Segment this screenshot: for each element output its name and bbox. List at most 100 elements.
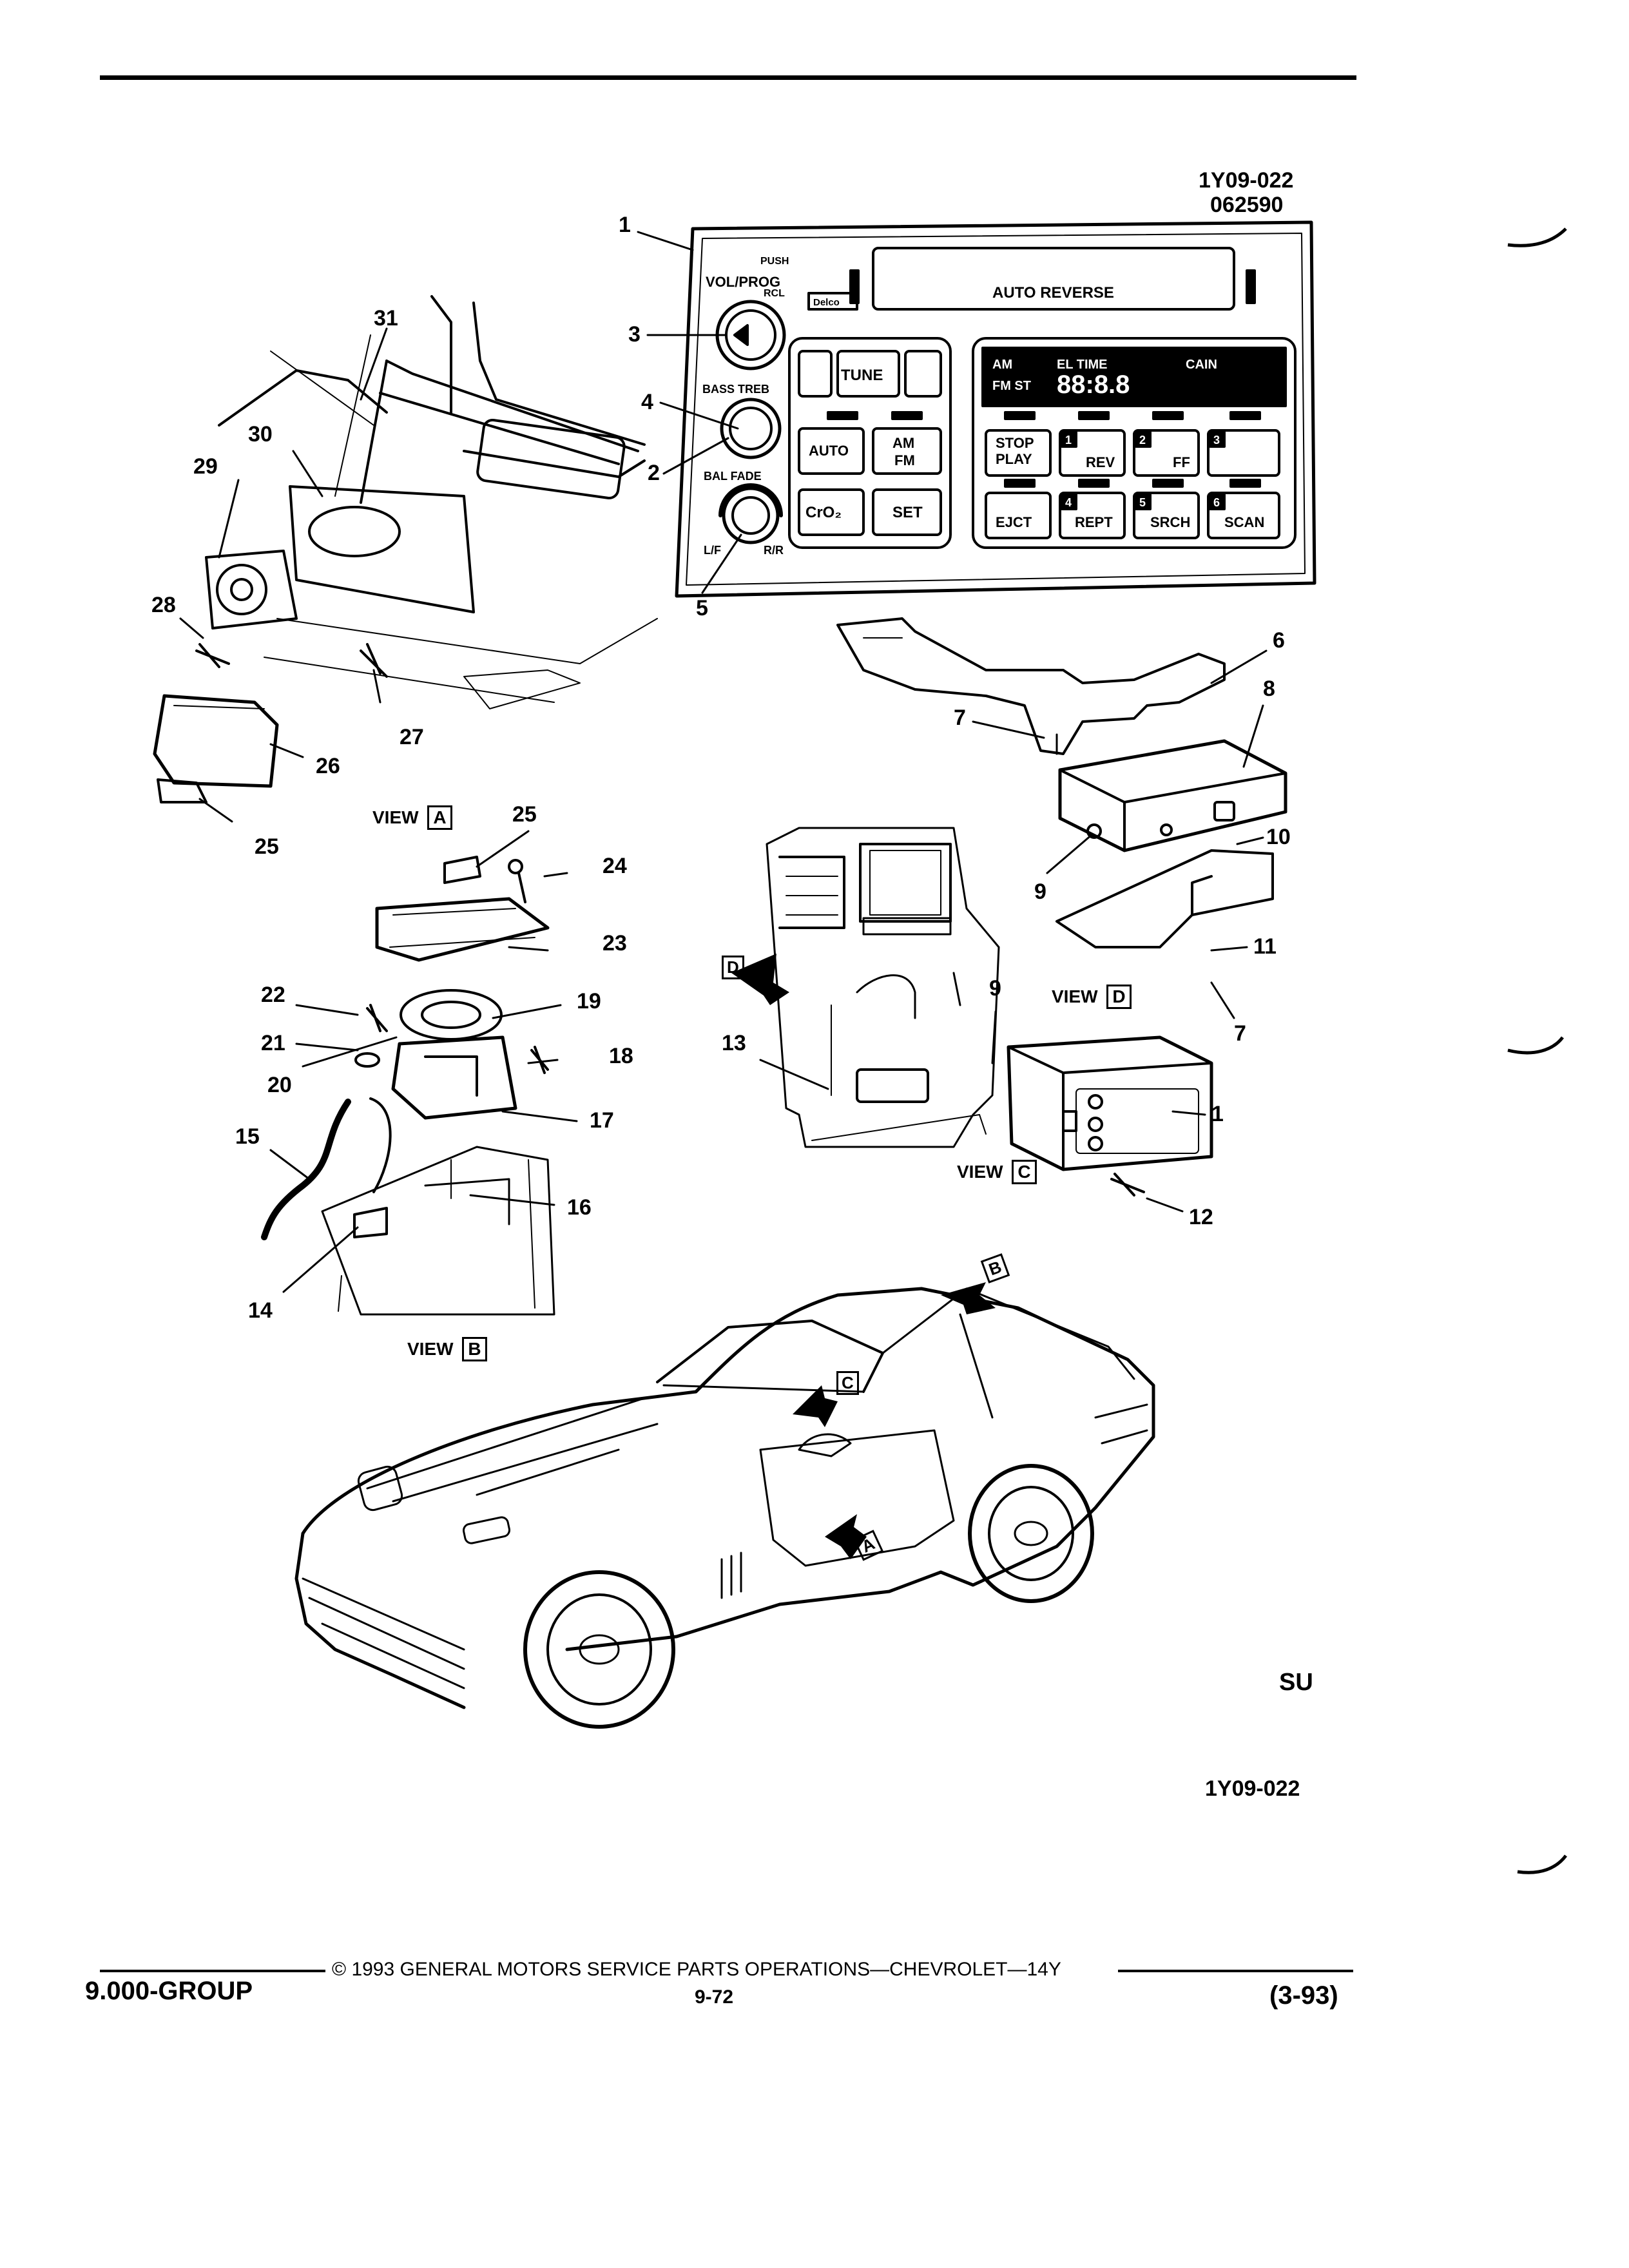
svg-text:5: 5 <box>1139 496 1146 509</box>
callout-9-b: 9 <box>989 976 1001 1001</box>
amplifier-module <box>1055 739 1287 948</box>
view-word: VIEW <box>372 807 419 827</box>
am-button-label: AM <box>892 435 914 451</box>
callout-5: 5 <box>696 596 708 620</box>
callout-22: 22 <box>261 983 285 1007</box>
scan-button-label: SCAN <box>1224 514 1264 530</box>
view-d-label: VIEW D <box>1052 985 1132 1009</box>
footer-page-number: 9-72 <box>695 1986 734 2008</box>
callout-11: 11 <box>1253 934 1277 959</box>
callout-17: 17 <box>590 1108 614 1133</box>
callout-15: 15 <box>235 1124 260 1149</box>
svg-text:2: 2 <box>1139 434 1146 447</box>
radio-display-text: AM EL TIME CAIN FM ST 88:8.8 <box>992 358 1217 399</box>
set-button-label: SET <box>892 504 923 521</box>
callout-3: 3 <box>628 322 641 347</box>
callout-25-b: 25 <box>512 802 537 827</box>
callout-4: 4 <box>641 390 653 414</box>
footer-revision: (3-93) <box>1269 1981 1338 2010</box>
date-code: 062590 <box>1210 193 1284 217</box>
callout-23: 23 <box>602 931 627 956</box>
callout-8: 8 <box>1263 677 1275 701</box>
bass-treb-label: BASS TREB <box>702 383 769 396</box>
callout-20: 20 <box>267 1073 292 1097</box>
cassette-label: AUTO REVERSE <box>992 284 1114 302</box>
stop-button-label: STOP <box>996 435 1034 451</box>
view-letter-c: C <box>1012 1160 1037 1184</box>
view-a-label: VIEW A <box>372 805 452 830</box>
callout-25-a: 25 <box>255 834 279 859</box>
arrow-tag-d: D <box>722 956 744 979</box>
tune-button-label: TUNE <box>841 367 883 384</box>
callout-6: 6 <box>1273 628 1285 653</box>
radio-preset-numbers: 1 2 3 4 5 6 <box>1065 434 1220 509</box>
view-word: VIEW <box>407 1339 454 1359</box>
rcl-label: RCL <box>764 288 785 299</box>
callout-2: 2 <box>648 461 660 485</box>
footer-copyright: © 1993 GENERAL MOTORS SERVICE PARTS OPER… <box>332 1959 1061 1980</box>
footer-rule-right <box>1118 1970 1353 1972</box>
svg-text:3: 3 <box>1213 434 1220 447</box>
callout-13: 13 <box>722 1031 746 1055</box>
callout-1-b: 1 <box>1211 1102 1224 1126</box>
arrow-tag-c: C <box>836 1371 859 1395</box>
svg-text:CAIN: CAIN <box>1186 358 1217 372</box>
view-letter-a: A <box>427 805 452 830</box>
svg-text:6: 6 <box>1213 496 1220 509</box>
callout-7-b: 7 <box>1234 1021 1246 1046</box>
svg-text:1: 1 <box>1065 434 1072 447</box>
radio-head-unit <box>1007 1035 1213 1196</box>
view-c-label: VIEW C <box>957 1160 1037 1184</box>
callout-18: 18 <box>609 1044 633 1068</box>
view-letter-d: D <box>1106 985 1132 1009</box>
callout-31: 31 <box>374 306 398 331</box>
push-label: PUSH <box>760 256 789 267</box>
callout-7-a: 7 <box>954 706 966 730</box>
radio-panel-text: PUSH VOL/PROG RCL Delco AUTO REVERSE BAS… <box>702 256 1264 557</box>
footer-group-label: 9.000-GROUP <box>85 1977 253 2005</box>
top-rule <box>100 75 1356 80</box>
callout-27: 27 <box>400 725 424 749</box>
svg-text:AM: AM <box>992 358 1012 372</box>
callout-14: 14 <box>248 1298 273 1323</box>
callout-10: 10 <box>1266 825 1291 849</box>
auto-button-label: AUTO <box>809 443 849 459</box>
view-b-label: VIEW B <box>407 1337 487 1361</box>
callout-24: 24 <box>602 854 627 878</box>
footer-rule-left <box>100 1970 325 1972</box>
srch-button-label: SRCH <box>1150 514 1190 530</box>
ejct-button-label: EJCT <box>996 514 1032 530</box>
callout-16: 16 <box>567 1195 592 1220</box>
cro2-button-label: CrO₂ <box>805 504 842 521</box>
view-arrows <box>731 954 996 1559</box>
fm-button-label: FM <box>894 452 915 468</box>
view-word: VIEW <box>1052 986 1098 1006</box>
callout-26: 26 <box>316 754 340 778</box>
view-letter-b: B <box>462 1337 487 1361</box>
radio-faceplate <box>675 220 1316 598</box>
callout-29: 29 <box>193 454 218 479</box>
figure-code: 1Y09-022 <box>1199 168 1294 193</box>
callout-28: 28 <box>151 593 176 617</box>
play-button-label: PLAY <box>996 451 1032 467</box>
svg-text:4: 4 <box>1065 496 1072 509</box>
callout-1: 1 <box>619 213 631 237</box>
rr-label: R/R <box>764 544 784 557</box>
instrument-console <box>766 827 1000 1148</box>
svg-text:88:8.8: 88:8.8 <box>1057 370 1130 399</box>
front-speaker-assembly <box>153 295 658 803</box>
callout-19: 19 <box>577 989 601 1014</box>
svg-text:FM ST: FM ST <box>992 379 1031 393</box>
vol-label: VOL/PROG <box>706 274 780 290</box>
lf-label: L/F <box>704 544 721 557</box>
rept-button-label: REPT <box>1075 514 1113 530</box>
leader-lines <box>179 231 1268 1293</box>
bal-fade-label: BAL FADE <box>704 470 762 483</box>
callout-21: 21 <box>261 1031 285 1055</box>
rear-speaker-assembly <box>261 856 555 1316</box>
svg-text:EL TIME: EL TIME <box>1057 358 1108 372</box>
callout-9-a: 9 <box>1034 879 1046 904</box>
callout-30: 30 <box>248 422 273 447</box>
callout-12: 12 <box>1189 1205 1213 1229</box>
